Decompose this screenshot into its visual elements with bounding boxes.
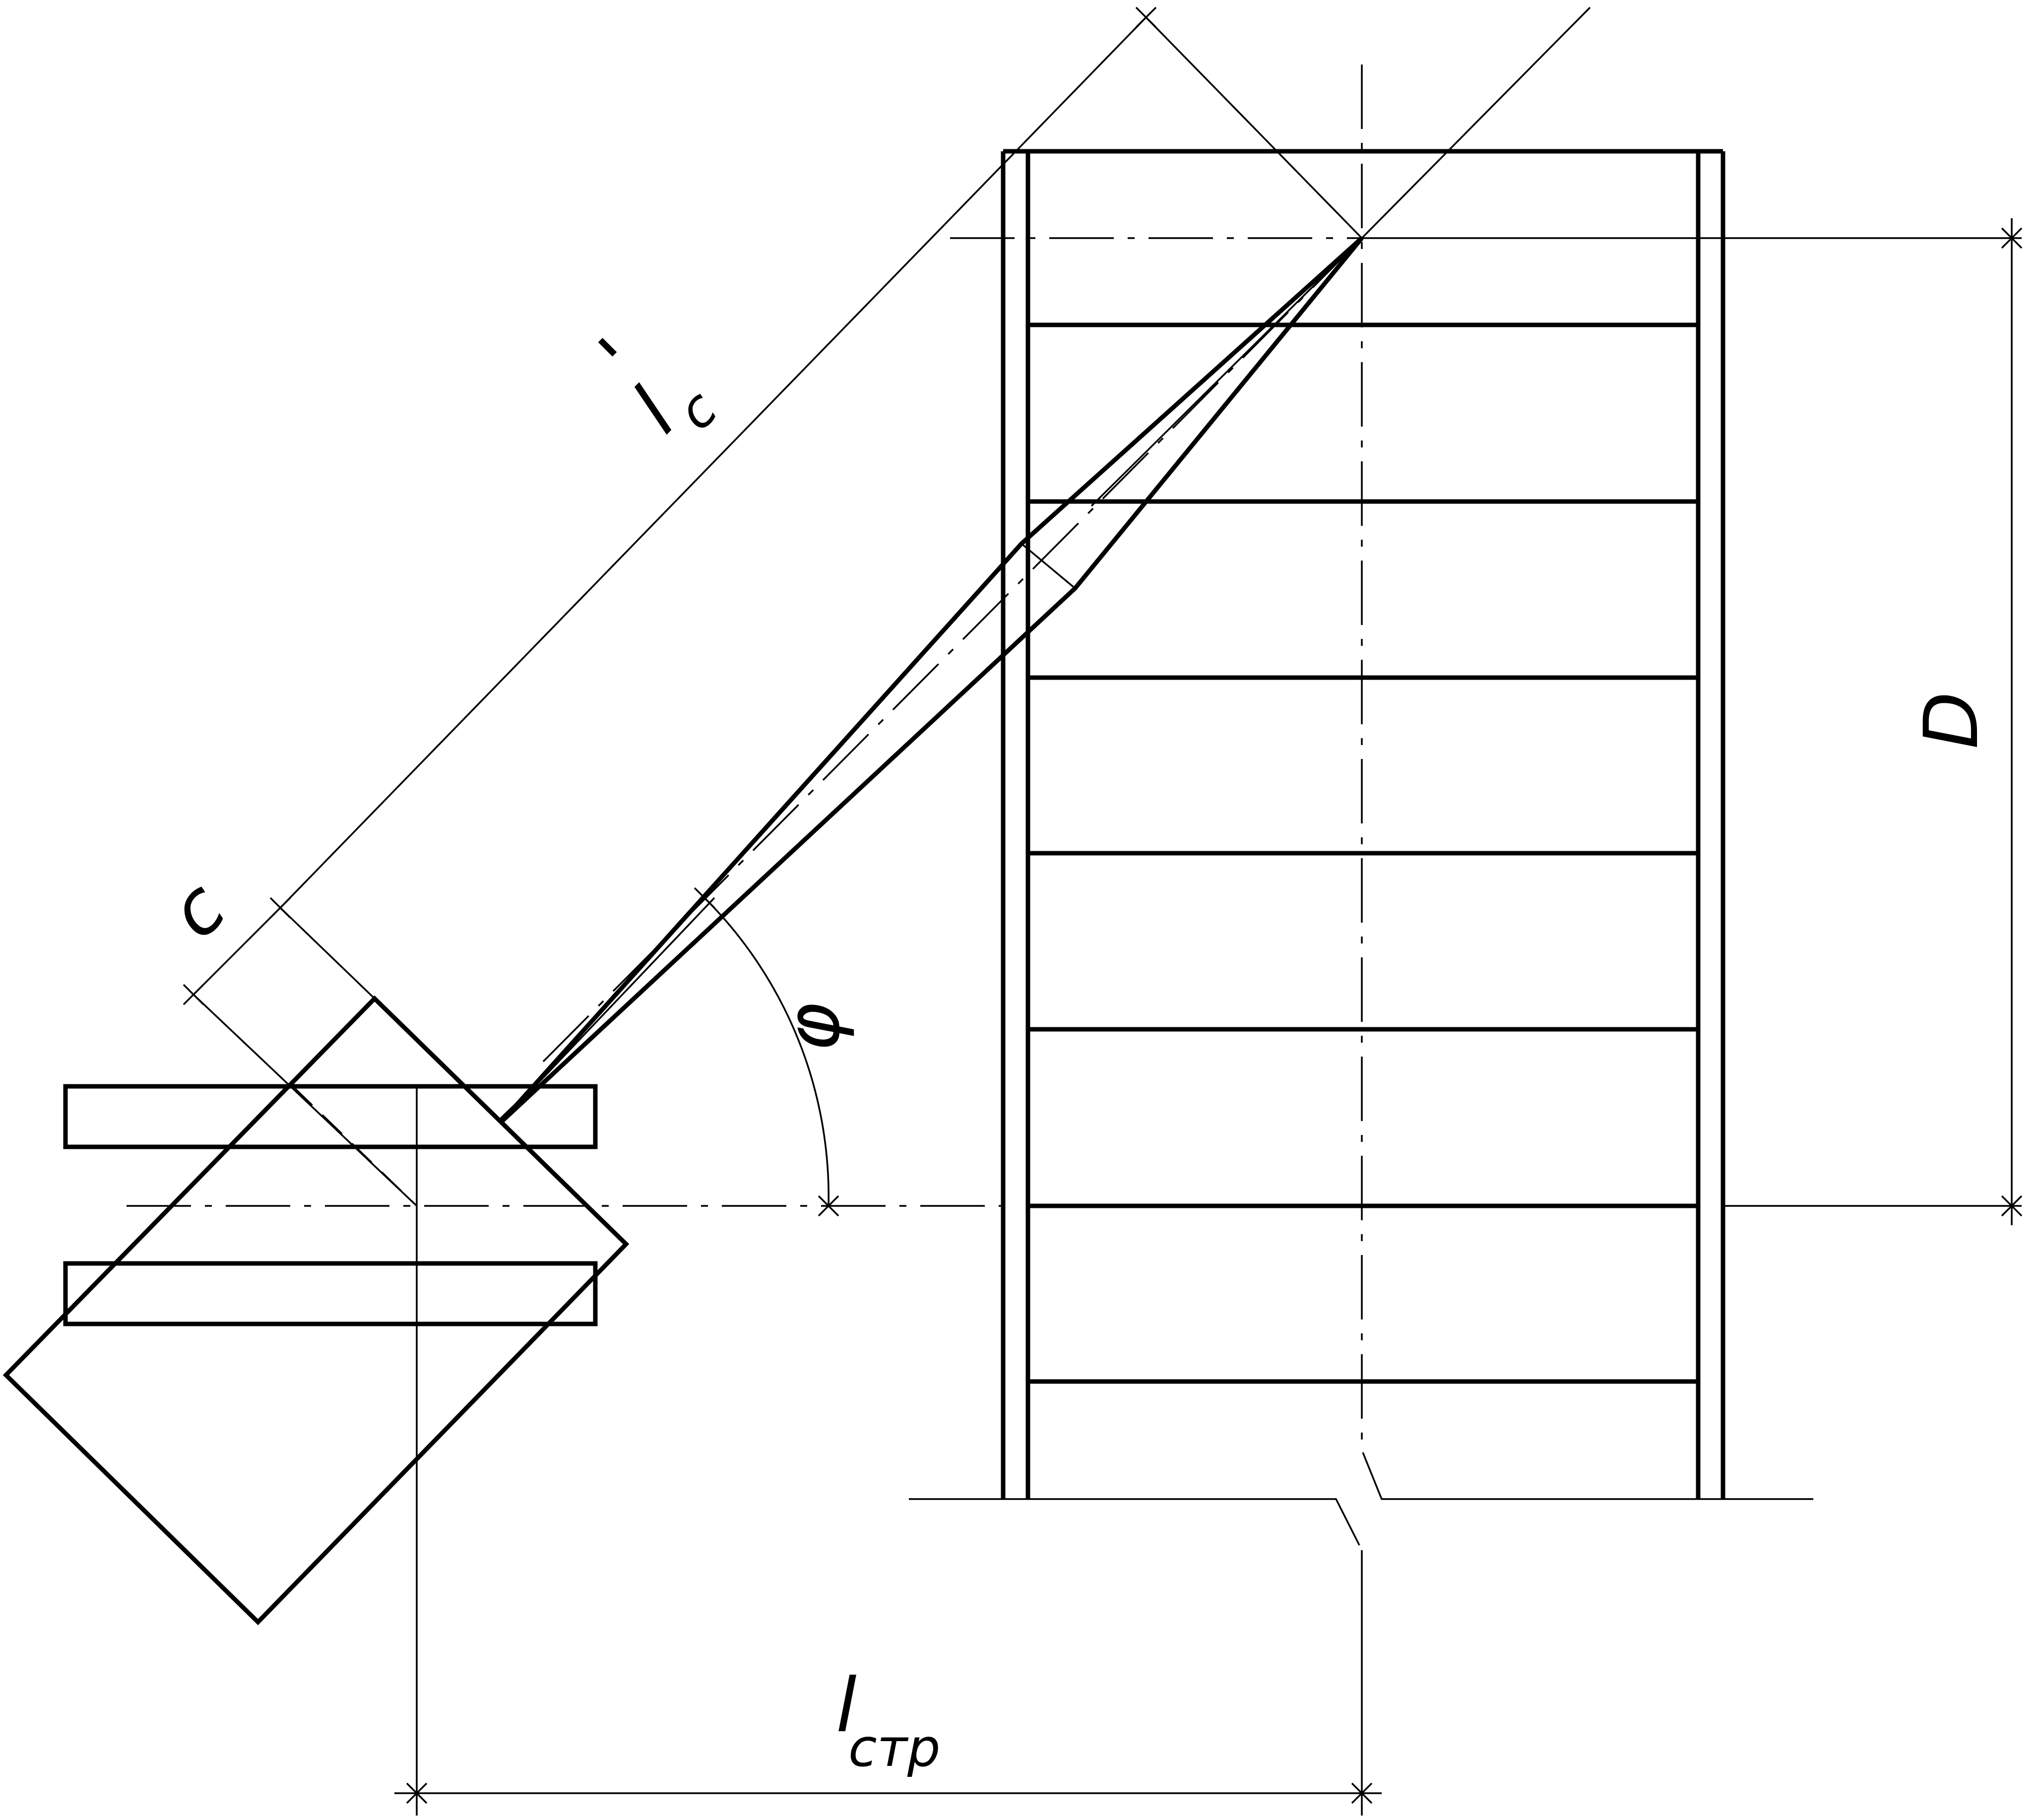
dim-boom-extension-top [1145,16,1363,239]
label-angle: φ [770,1003,856,1052]
dim-offset-line [192,907,281,996]
boom-inner-edge [500,897,715,1123]
dim-boom-length-line [279,16,1147,909]
dim-offset-extension [279,907,376,1000]
dim-tick [818,1195,839,1217]
boom-section-joint [1020,543,1076,589]
building [909,149,1813,1546]
ground-line-right [1362,1452,1813,1500]
dim-tick [694,887,715,909]
dim-tick [2001,1195,2023,1217]
boom-center-axis [542,237,1363,1063]
label-height: D [1909,691,1995,749]
crane-turntable [2,995,630,1626]
boom-line-extension [1361,6,1591,239]
dim-tick [2001,227,2023,249]
dim-tick [1135,6,1157,28]
dim-tick [406,1782,428,1804]
angle-arc [703,897,829,1206]
crane-track-lower [63,1261,598,1326]
dim-tick [183,984,204,1005]
crane-base [2,995,630,1626]
dimensions [183,6,2023,1804]
ground-line-left [909,1498,1360,1546]
label-reach: l [836,1663,857,1749]
boom-inner-edge [1090,237,1363,507]
floor-slabs [1028,322,1698,1384]
dim-tick [1351,1782,1373,1804]
label-offset: c [152,865,242,955]
dim-tick [269,897,291,919]
label-boom-length: l c ' [583,323,729,449]
axes [127,6,2022,1816]
label-reach-sub: стр [848,1718,941,1778]
dim-offset-extension [192,994,418,1207]
